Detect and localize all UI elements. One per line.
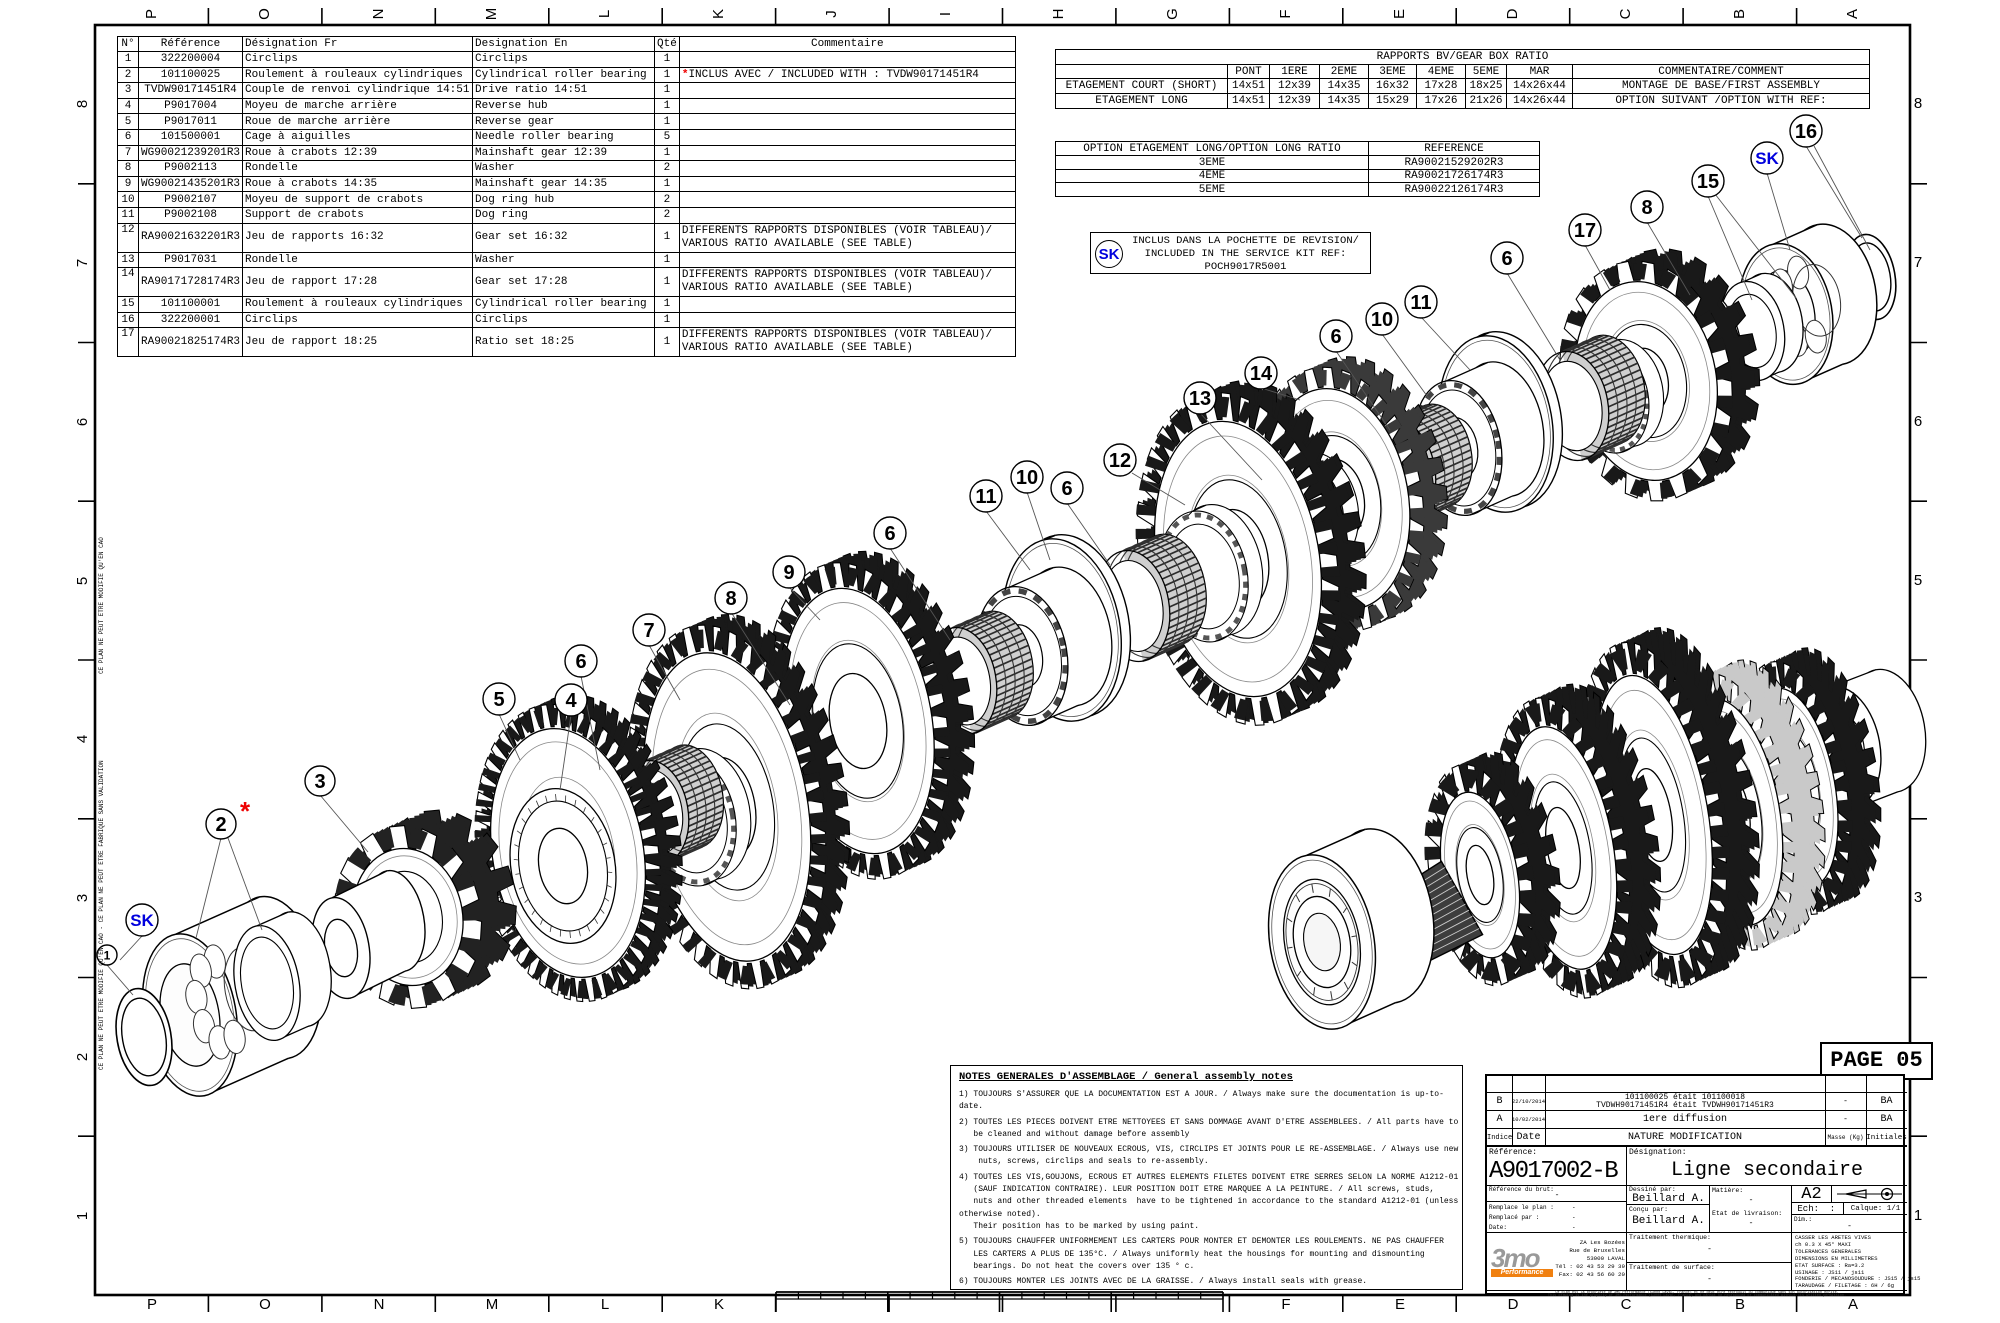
svg-text:C: C xyxy=(1621,1296,1632,1313)
svg-text:7: 7 xyxy=(1914,254,1922,271)
svg-text:J: J xyxy=(823,10,840,18)
svg-text:6: 6 xyxy=(1061,478,1072,500)
svg-text:6: 6 xyxy=(575,651,586,673)
svg-text:*: * xyxy=(240,796,251,826)
svg-text:SK: SK xyxy=(1755,149,1779,168)
svg-text:11: 11 xyxy=(975,486,996,508)
svg-text:O: O xyxy=(259,1296,271,1313)
svg-text:7: 7 xyxy=(643,620,654,642)
svg-text:K: K xyxy=(714,1296,724,1313)
svg-text:D: D xyxy=(1508,1296,1519,1313)
svg-text:F: F xyxy=(1281,1296,1290,1313)
svg-text:3: 3 xyxy=(1914,889,1922,906)
svg-text:L: L xyxy=(596,10,613,18)
svg-text:6: 6 xyxy=(1330,326,1341,348)
svg-text:5: 5 xyxy=(1914,572,1922,589)
svg-text:O: O xyxy=(256,8,273,20)
svg-text:A: A xyxy=(1844,9,1861,19)
svg-text:P: P xyxy=(147,1296,157,1313)
svg-text:9: 9 xyxy=(783,562,794,584)
svg-text:6: 6 xyxy=(1914,413,1922,430)
svg-text:3: 3 xyxy=(74,894,91,902)
svg-text:17: 17 xyxy=(1574,220,1596,242)
svg-text:P: P xyxy=(143,9,160,19)
svg-text:6: 6 xyxy=(74,418,91,426)
svg-text:F: F xyxy=(1277,9,1294,18)
svg-text:E: E xyxy=(1391,9,1408,19)
svg-text:H: H xyxy=(1050,9,1067,20)
svg-text:5: 5 xyxy=(74,577,91,585)
svg-text:10: 10 xyxy=(1016,467,1038,489)
svg-text:4: 4 xyxy=(74,735,91,743)
svg-text:L: L xyxy=(601,1296,609,1313)
svg-text:6: 6 xyxy=(1501,248,1512,270)
svg-text:K: K xyxy=(710,9,727,19)
svg-text:14: 14 xyxy=(1250,363,1273,385)
svg-text:8: 8 xyxy=(1914,95,1922,112)
svg-text:10: 10 xyxy=(1371,309,1393,331)
svg-text:M: M xyxy=(483,8,500,21)
svg-text:4: 4 xyxy=(565,690,577,712)
svg-text:8: 8 xyxy=(1641,197,1652,219)
svg-text:8: 8 xyxy=(74,100,91,108)
svg-text:B: B xyxy=(1731,9,1748,19)
svg-text:N: N xyxy=(370,9,387,20)
svg-text:5: 5 xyxy=(493,689,504,711)
svg-text:SK: SK xyxy=(130,911,154,930)
svg-text:3: 3 xyxy=(314,771,325,793)
svg-text:8: 8 xyxy=(725,588,736,610)
svg-text:E: E xyxy=(1395,1296,1405,1313)
svg-text:G: G xyxy=(1164,8,1181,20)
svg-text:11: 11 xyxy=(1410,292,1431,314)
svg-text:A: A xyxy=(1848,1296,1858,1313)
svg-text:16: 16 xyxy=(1795,121,1817,143)
svg-text:2: 2 xyxy=(74,1053,91,1061)
svg-text:I: I xyxy=(937,12,954,16)
svg-text:6: 6 xyxy=(884,523,895,545)
svg-text:1: 1 xyxy=(74,1212,91,1220)
svg-text:C: C xyxy=(1617,8,1634,19)
svg-text:B: B xyxy=(1735,1296,1745,1313)
svg-text:1: 1 xyxy=(1914,1207,1922,1224)
svg-text:M: M xyxy=(486,1296,499,1313)
svg-text:D: D xyxy=(1504,8,1521,19)
svg-text:N: N xyxy=(374,1296,385,1313)
svg-text:7: 7 xyxy=(74,259,91,267)
svg-text:15: 15 xyxy=(1697,171,1719,193)
svg-text:12: 12 xyxy=(1109,450,1131,472)
svg-text:2: 2 xyxy=(215,814,226,836)
svg-text:13: 13 xyxy=(1189,388,1211,410)
